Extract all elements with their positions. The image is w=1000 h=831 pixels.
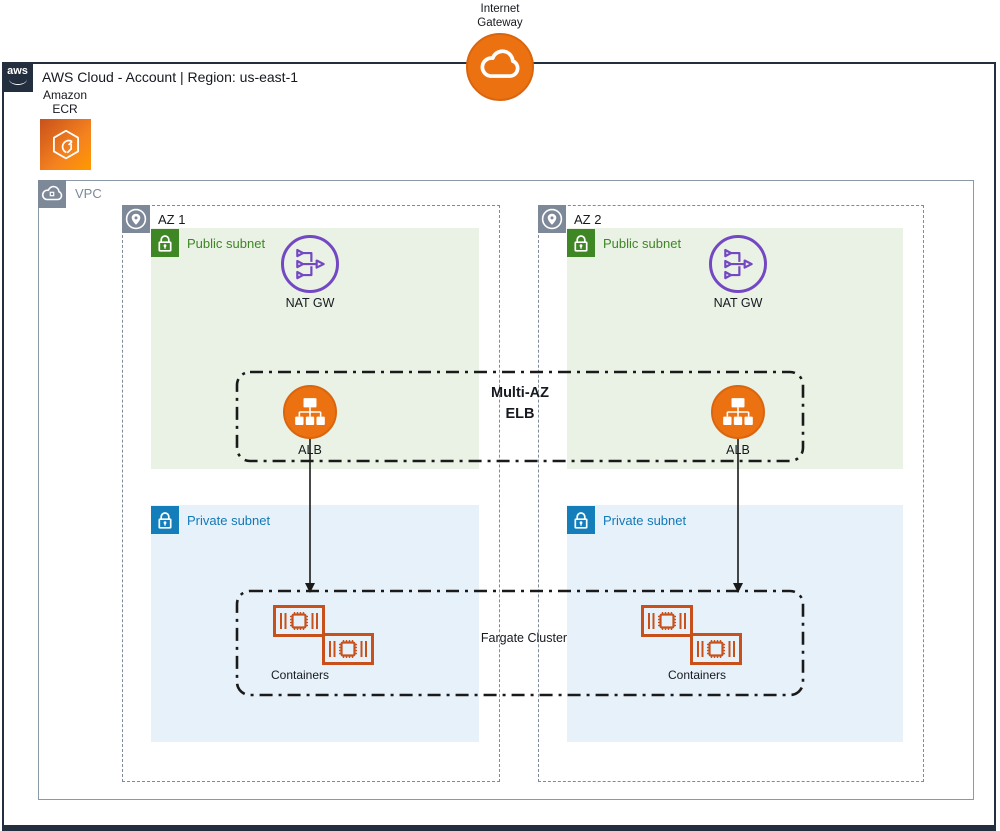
ecr-icon bbox=[40, 119, 91, 170]
fargate-cluster-caption: Fargate Cluster bbox=[480, 631, 568, 645]
location-pin-icon bbox=[122, 205, 150, 233]
az1-public-subnet-label: Public subnet bbox=[187, 236, 266, 251]
vpc-label: VPC bbox=[75, 186, 102, 201]
az2-containers-label: Containers bbox=[667, 668, 727, 682]
az1-private-subnet-label: Private subnet bbox=[187, 513, 271, 528]
container-icon bbox=[690, 633, 742, 665]
ecr-caption: Amazon ECR bbox=[15, 88, 115, 116]
ecr-caption-line1: Amazon bbox=[42, 88, 88, 102]
multi-az-elb-caption-line2: ELB bbox=[505, 406, 535, 422]
az1-alb-label: ALB bbox=[298, 443, 322, 457]
load-balancer-glyph-icon bbox=[285, 387, 335, 437]
az1-alb-icon bbox=[283, 385, 337, 439]
cloud-glyph-icon bbox=[480, 49, 520, 78]
az2-alb-label: ALB bbox=[726, 443, 750, 457]
az1-nat-gateway-icon bbox=[281, 235, 339, 293]
vpc-cloud-glyph-icon bbox=[41, 185, 63, 201]
location-pin-icon bbox=[538, 205, 566, 233]
az2-alb-icon bbox=[711, 385, 765, 439]
az1-label: AZ 1 bbox=[158, 212, 186, 227]
padlock-icon bbox=[151, 506, 179, 534]
az1-box bbox=[122, 205, 500, 782]
az2-private-subnet-label: Private subnet bbox=[603, 513, 687, 528]
private-subnet-lock-icon bbox=[567, 506, 595, 534]
container-icon bbox=[322, 633, 374, 665]
az1-containers-label: Containers bbox=[270, 668, 330, 682]
container-icon bbox=[273, 605, 325, 637]
public-subnet-lock-icon bbox=[151, 229, 179, 257]
internet-gateway-icon bbox=[466, 33, 534, 101]
internet-gateway-caption-line1: Internet bbox=[480, 3, 520, 15]
internet-gateway-caption: Internet Gateway bbox=[440, 2, 560, 30]
aws-logo: aws bbox=[2, 62, 33, 92]
az1-nat-gateway-label: NAT GW bbox=[285, 296, 335, 310]
multi-az-elb-caption: Multi-AZ ELB bbox=[459, 383, 581, 425]
padlock-icon bbox=[151, 229, 179, 257]
vpc-box bbox=[38, 180, 974, 800]
load-balancer-glyph-icon bbox=[713, 387, 763, 437]
padlock-icon bbox=[567, 229, 595, 257]
az2-box bbox=[538, 205, 924, 782]
private-subnet-lock-icon bbox=[151, 506, 179, 534]
az2-label: AZ 2 bbox=[574, 212, 602, 227]
az2-nat-gateway-icon bbox=[709, 235, 767, 293]
padlock-icon bbox=[567, 506, 595, 534]
ecr-hexagon-glyph-icon bbox=[52, 129, 79, 159]
vpc-icon bbox=[38, 180, 66, 208]
az1-icon bbox=[122, 205, 150, 233]
az1-containers-icon bbox=[273, 605, 374, 665]
aws-logo-smile-icon bbox=[8, 78, 27, 85]
aws-cloud-title: AWS Cloud - Account | Region: us-east-1 bbox=[42, 69, 299, 85]
ecr-caption-line2: ECR bbox=[52, 102, 78, 116]
aws-logo-text: aws bbox=[7, 65, 28, 77]
multi-az-elb-caption-line1: Multi-AZ bbox=[491, 385, 549, 401]
internet-gateway-caption-line2: Gateway bbox=[477, 17, 523, 29]
nat-gateway-glyph-icon bbox=[285, 239, 336, 290]
az2-nat-gateway-label: NAT GW bbox=[713, 296, 763, 310]
nat-gateway-glyph-icon bbox=[713, 239, 764, 290]
az2-icon bbox=[538, 205, 566, 233]
container-icon bbox=[641, 605, 693, 637]
az2-containers-icon bbox=[641, 605, 742, 665]
az2-public-subnet-label: Public subnet bbox=[603, 236, 682, 251]
public-subnet-lock-icon bbox=[567, 229, 595, 257]
